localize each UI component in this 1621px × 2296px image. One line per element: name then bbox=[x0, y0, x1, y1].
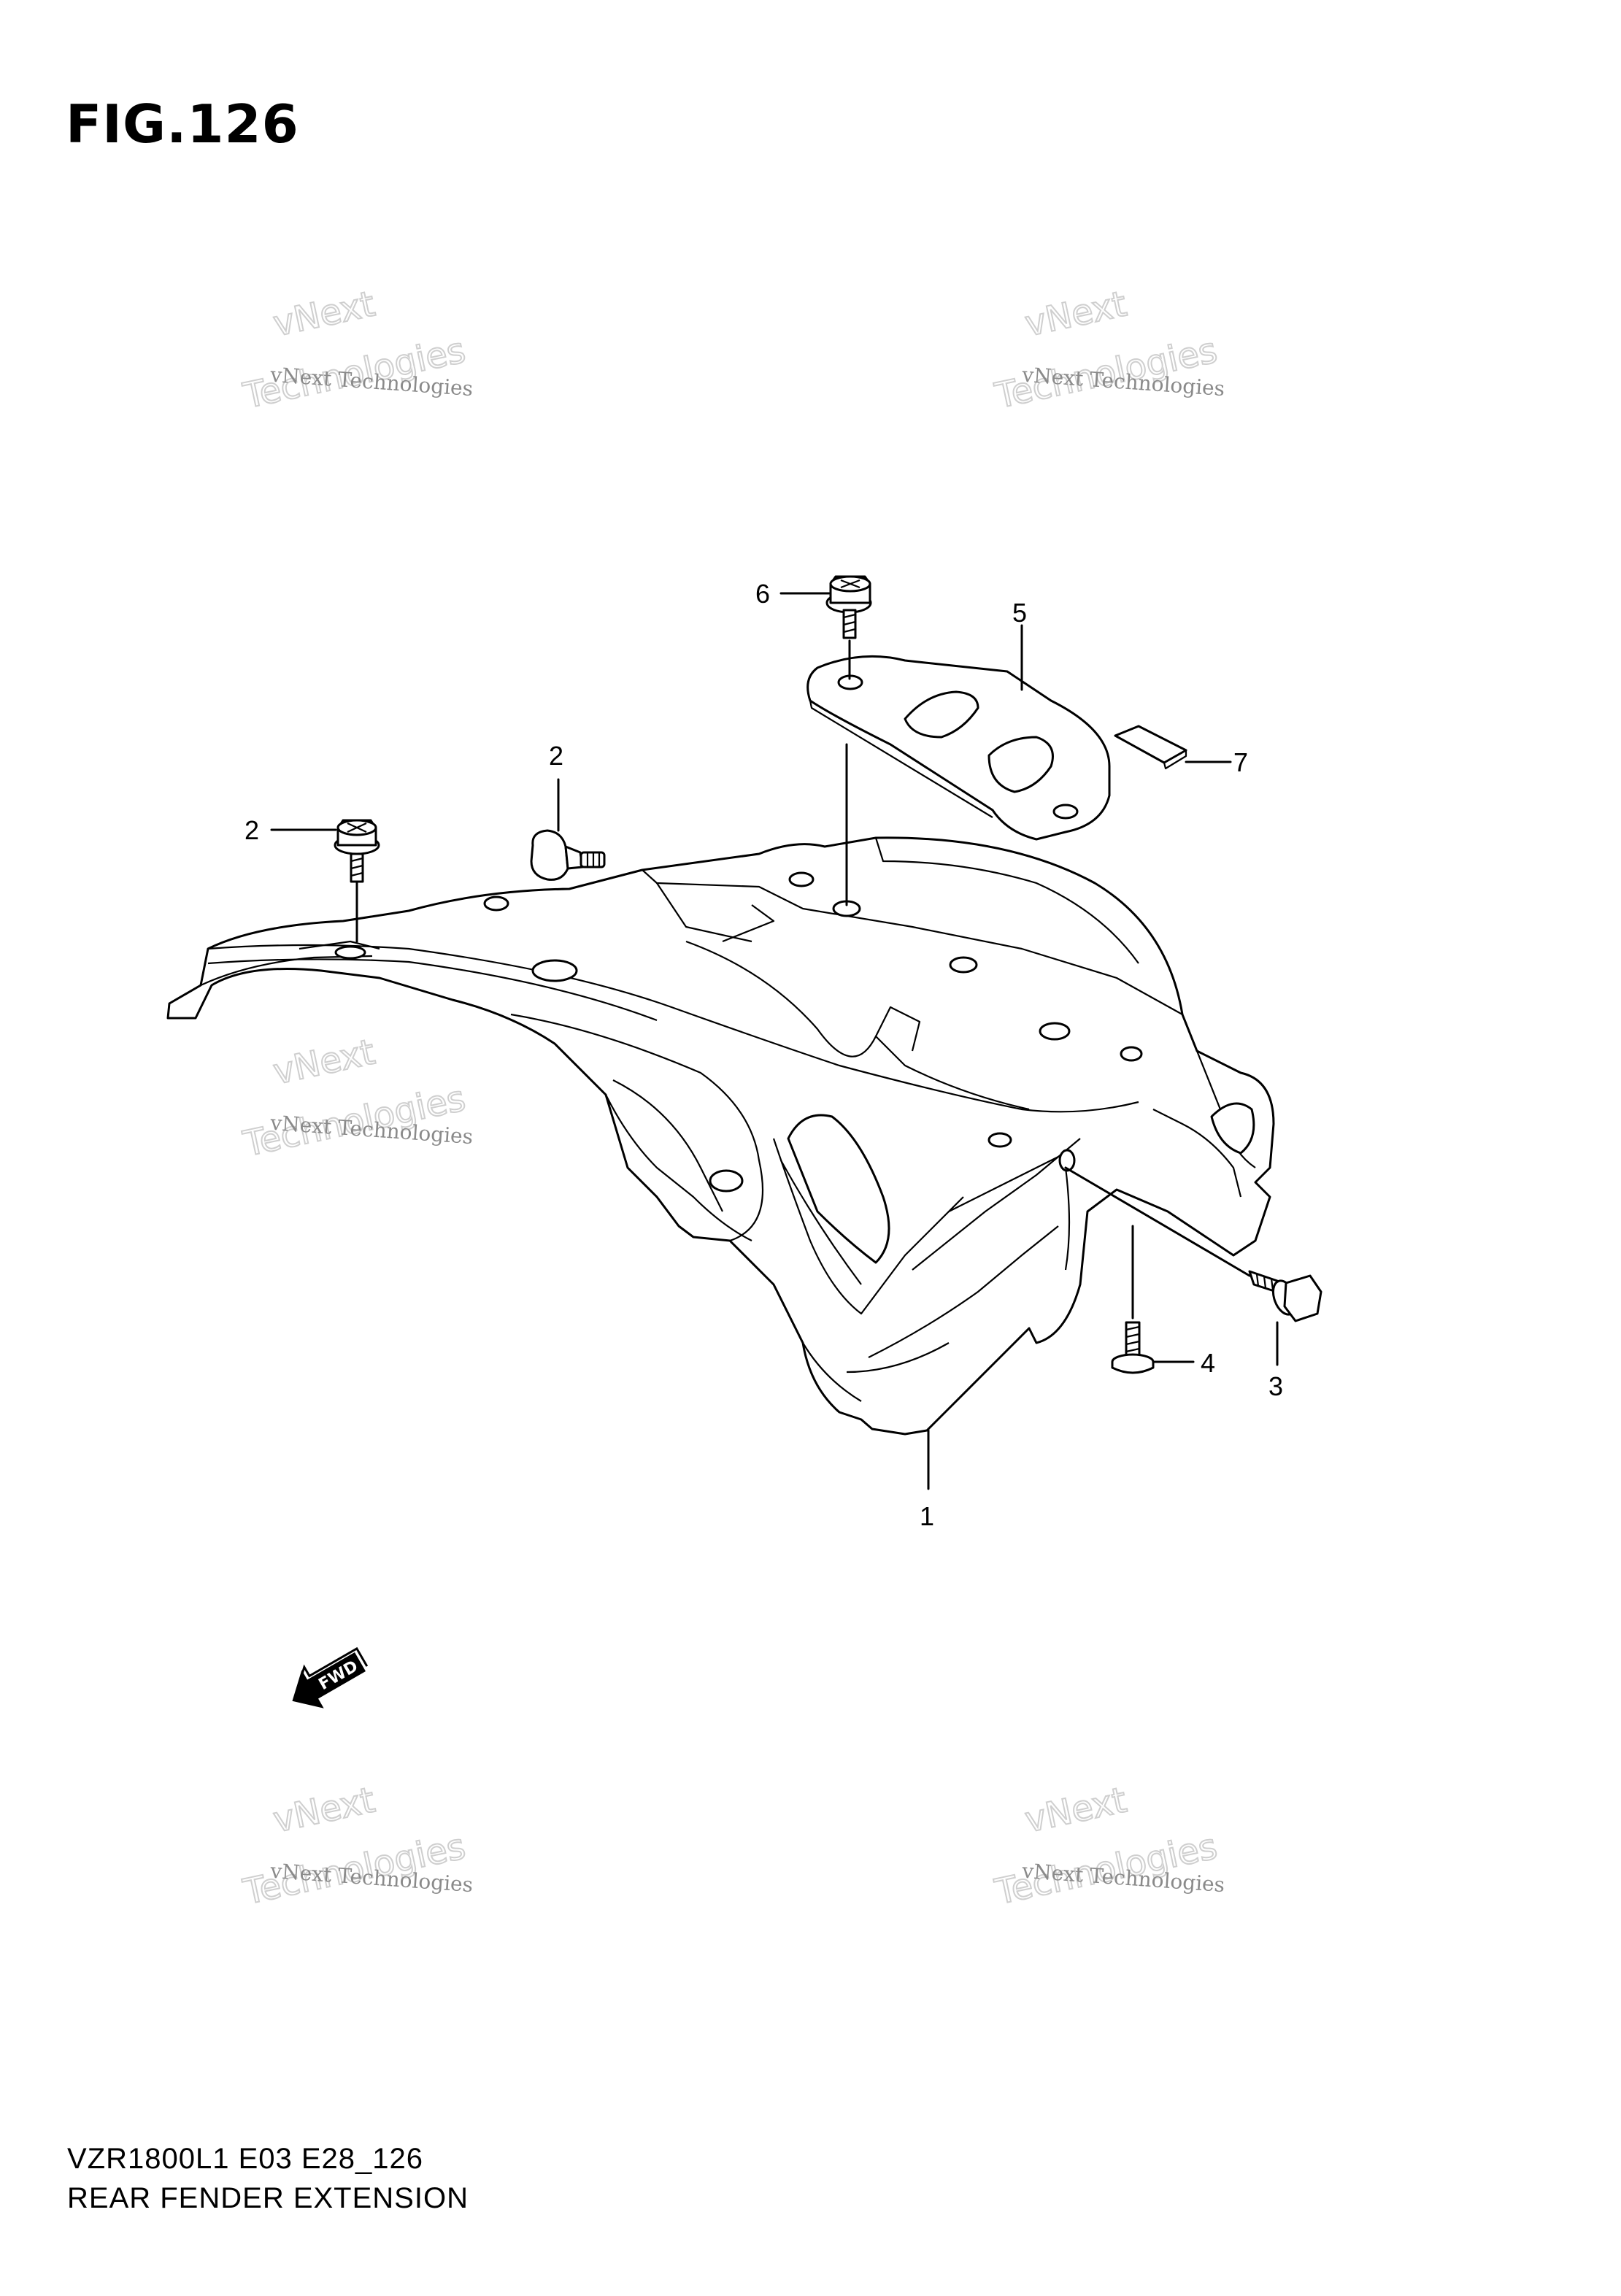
watermark-line1: vNext bbox=[1022, 283, 1131, 344]
assembly-name: REAR FENDER EXTENSION bbox=[67, 2182, 469, 2214]
fwd-arrow-icon: FWD bbox=[292, 1646, 369, 1708]
callout-6: 6 bbox=[755, 579, 831, 609]
part-2-bolt-middle bbox=[530, 829, 606, 881]
part-3-bolt bbox=[1248, 1270, 1322, 1322]
part-1-rear-fender-extension bbox=[166, 836, 1275, 1436]
watermark-bottom-right: vNext Technologies vNext Technologies bbox=[990, 1779, 1225, 1914]
watermark-line1: vNext bbox=[1022, 1779, 1131, 1841]
watermark-line1: vNext bbox=[270, 283, 379, 344]
part-7-pad bbox=[1114, 725, 1187, 764]
svg-text:2: 2 bbox=[245, 815, 259, 845]
part-4-screw bbox=[1111, 1321, 1155, 1374]
watermark-bottom-left: vNext Technologies vNext Technologies bbox=[239, 1779, 474, 1914]
svg-text:2: 2 bbox=[549, 741, 563, 771]
watermark-top-right: vNext Technologies vNext Technologies bbox=[990, 282, 1225, 417]
svg-text:6: 6 bbox=[755, 579, 770, 609]
svg-text:1: 1 bbox=[920, 1501, 934, 1531]
watermark-top-left: vNext Technologies vNext Technologies bbox=[239, 282, 474, 417]
part-6-bolt bbox=[825, 575, 872, 639]
callout-3: 3 bbox=[1268, 1321, 1283, 1401]
leader-3-axis bbox=[1064, 1166, 1251, 1277]
svg-text:5: 5 bbox=[1012, 598, 1027, 628]
model-code: VZR1800L1 E03 E28_126 bbox=[67, 2143, 424, 2175]
callout-2-left: 2 bbox=[245, 815, 337, 845]
watermark-line1: vNext bbox=[270, 1779, 379, 1841]
callout-5: 5 bbox=[1012, 598, 1027, 691]
callout-7: 7 bbox=[1185, 747, 1248, 777]
part-5-bracket bbox=[806, 655, 1111, 841]
callout-4: 4 bbox=[1152, 1348, 1215, 1378]
callout-2-middle: 2 bbox=[549, 741, 563, 832]
part-2-bolt-left bbox=[334, 819, 380, 883]
svg-text:3: 3 bbox=[1268, 1371, 1283, 1401]
callout-1: 1 bbox=[920, 1429, 934, 1531]
watermark-line1: vNext bbox=[270, 1031, 379, 1093]
svg-text:4: 4 bbox=[1201, 1348, 1215, 1378]
svg-text:7: 7 bbox=[1233, 747, 1248, 777]
figure-title: FIG.126 bbox=[66, 93, 299, 155]
watermark-mid-left: vNext Technologies vNext Technologies bbox=[239, 1030, 474, 1166]
